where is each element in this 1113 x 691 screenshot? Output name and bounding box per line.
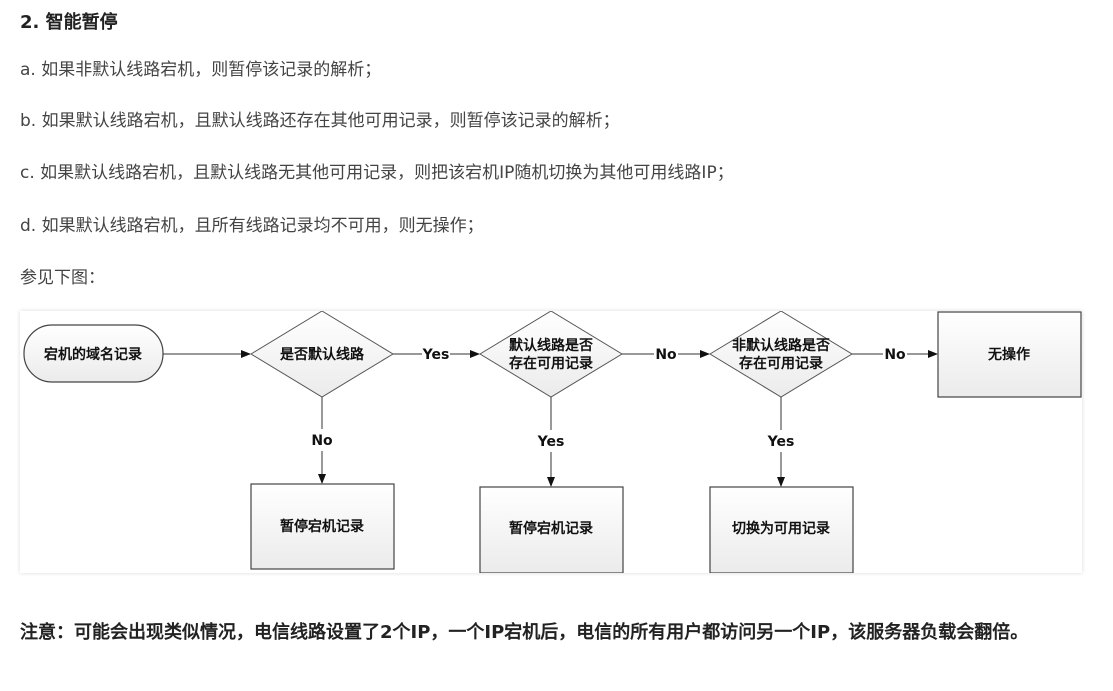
rule-item-a: a. 如果非默认线路宕机，则暂停该记录的解析； bbox=[20, 55, 381, 80]
rule-text: 如果默认线路宕机，且默认线路无其他可用记录，则把该宕机IP随机切换为其他可用线路… bbox=[40, 163, 734, 183]
action2-label: 暂停宕机记录 bbox=[509, 520, 593, 537]
flowchart-figure: 宕机的域名记录 是否默认线路 Yes 默认线路是否 存在可用记录 No 非默认线… bbox=[20, 311, 1082, 573]
action2-node bbox=[479, 486, 624, 573]
decision2-label-line1: 默认线路是否 bbox=[509, 337, 593, 354]
no-action-node bbox=[937, 311, 1082, 398]
edge-label-d2-no: No bbox=[655, 347, 677, 363]
action1-node bbox=[250, 483, 395, 570]
rule-marker: c. bbox=[20, 163, 35, 183]
rule-text: 如果默认线路宕机，且所有线路记录均不可用，则无操作； bbox=[41, 216, 484, 236]
action3-label: 切换为可用记录 bbox=[732, 520, 830, 537]
decision2-node bbox=[479, 311, 623, 398]
edge-label-d3-yes: Yes bbox=[767, 434, 795, 450]
decision2-label-line2: 存在可用记录 bbox=[509, 355, 593, 372]
rule-item-b: b. 如果默认线路宕机，且默认线路还存在其他可用记录，则暂停该记录的解析； bbox=[20, 106, 620, 131]
action3-node bbox=[709, 486, 854, 573]
section-title: 2. 智能暂停 bbox=[20, 12, 118, 33]
rule-marker: a. bbox=[20, 60, 36, 80]
decision3-label-line2: 存在可用记录 bbox=[739, 355, 823, 372]
note-paragraph: 注意：可能会出现类似情况，电信线路设置了2个IP，一个IP宕机后，电信的所有用户… bbox=[20, 622, 1029, 643]
decision1-label: 是否默认线路 bbox=[280, 346, 365, 363]
see-below-label: 参见下图： bbox=[20, 268, 105, 288]
edge-label-d1-yes: Yes bbox=[422, 347, 450, 363]
edge-label-d1-no: No bbox=[311, 433, 333, 449]
edge-label-d3-no: No bbox=[884, 347, 906, 363]
action1-label: 暂停宕机记录 bbox=[280, 518, 364, 535]
rule-marker: b. bbox=[20, 111, 37, 131]
rule-text: 如果非默认线路宕机，则暂停该记录的解析； bbox=[41, 60, 382, 80]
rule-text: 如果默认线路宕机，且默认线路还存在其他可用记录，则暂停该记录的解析； bbox=[41, 111, 620, 131]
start-node-label: 宕机的域名记录 bbox=[44, 346, 142, 363]
rule-item-d: d. 如果默认线路宕机，且所有线路记录均不可用，则无操作； bbox=[20, 211, 484, 236]
rule-marker: d. bbox=[20, 216, 37, 236]
decision3-label-line1: 非默认线路是否 bbox=[732, 337, 830, 354]
flowchart-svg: 宕机的域名记录 是否默认线路 Yes 默认线路是否 存在可用记录 No 非默认线… bbox=[23, 311, 1082, 573]
rule-item-c: c. 如果默认线路宕机，且默认线路无其他可用记录，则把该宕机IP随机切换为其他可… bbox=[20, 158, 734, 183]
decision3-node bbox=[709, 311, 853, 398]
no-action-label: 无操作 bbox=[987, 346, 1030, 363]
edge-label-d2-yes: Yes bbox=[537, 434, 565, 450]
